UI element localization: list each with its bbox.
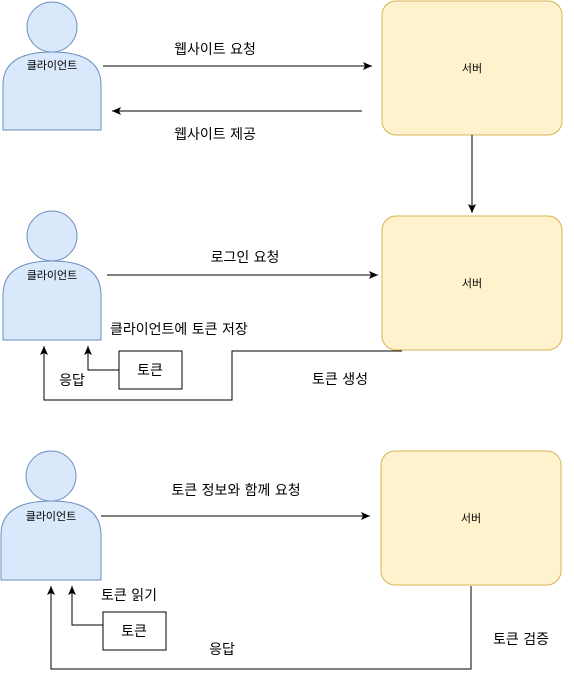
server-label-2: 서버 — [462, 277, 482, 290]
token-box-2: 토큰 — [118, 350, 183, 390]
login-request-label: 로그인 요청 — [211, 250, 280, 266]
server-box-2: 서버 — [381, 215, 563, 351]
server-box-1: 서버 — [381, 0, 563, 136]
create-token-label: 토큰 생성 — [312, 372, 368, 388]
token-arrow-3 — [68, 586, 103, 626]
server-label-1: 서버 — [462, 62, 482, 75]
token-request-label: 토큰 정보와 함께 요청 — [171, 483, 300, 499]
client-label-3: 클라이언트 — [26, 510, 77, 523]
response-arrow-3 — [47, 586, 472, 670]
client-actor-2: 클라이언트 — [2, 210, 102, 341]
client-label-2: 클라이언트 — [27, 269, 78, 282]
website-request-label: 웹사이트 요청 — [174, 42, 256, 58]
verify-token-label: 토큰 검증 — [493, 632, 549, 648]
response-label-3: 응답 — [209, 642, 235, 658]
server-box-3: 서버 — [380, 450, 562, 586]
website-provide-label: 웹사이트 제공 — [174, 127, 256, 143]
token-label-2: 토큰 — [137, 363, 163, 379]
response-arrow-2 — [40, 346, 402, 401]
client-label-1: 클라이언트 — [27, 59, 78, 72]
response-label-2: 응답 — [59, 373, 85, 389]
token-arrow-2 — [84, 346, 119, 371]
store-token-label: 클라이언트에 토큰 저장 — [110, 322, 248, 338]
token-label-3: 토큰 — [121, 624, 147, 640]
server-label-3: 서버 — [461, 512, 481, 525]
token-box-3: 토큰 — [102, 611, 167, 651]
client-actor-1: 클라이언트 — [2, 1, 102, 131]
client-actor-3: 클라이언트 — [0, 450, 102, 581]
read-token-label: 토큰 읽기 — [101, 588, 157, 604]
